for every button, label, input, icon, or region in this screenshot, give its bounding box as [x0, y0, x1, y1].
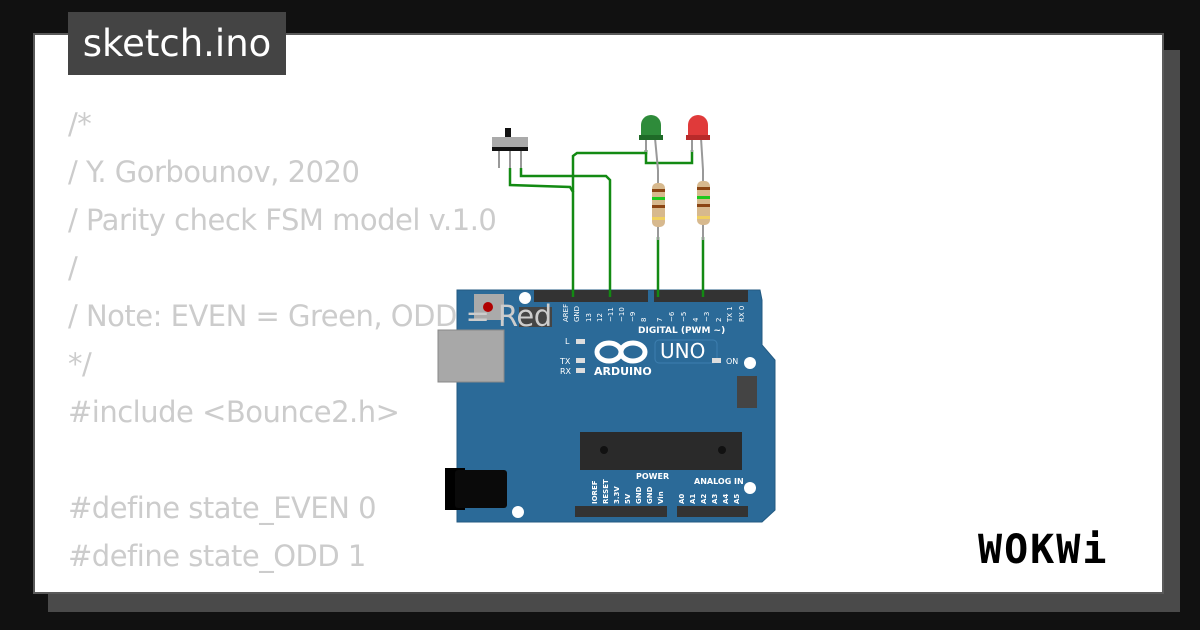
- pin-label: A2: [700, 494, 708, 504]
- code-line: #define state_EVEN 0: [68, 491, 377, 525]
- pin-label: GND: [573, 306, 581, 322]
- pin-label: Vin: [657, 491, 665, 504]
- sketch-title: sketch.ino: [68, 12, 286, 75]
- pin-label: 2: [715, 318, 723, 322]
- digital-label: DIGITAL (PWM ~): [638, 326, 725, 336]
- pin-label: ~11: [607, 307, 615, 322]
- code-line: */: [68, 347, 92, 381]
- led-tx-label: TX: [559, 357, 571, 366]
- code-preview: /* / Y. Gorbounov, 2020 / Parity check FSM…: [68, 100, 552, 580]
- header-digital-low: [654, 290, 748, 302]
- led-on-label: ON: [726, 357, 738, 366]
- pin-label: 7: [656, 318, 664, 322]
- board-brand: ARDUINO: [594, 365, 652, 378]
- pin-label: A1: [689, 494, 697, 504]
- code-line: / Parity check FSM model v.1.0: [68, 203, 497, 237]
- analog-label: ANALOG IN: [694, 477, 744, 486]
- arduino-uno-board: UNO ARDUINO DIGITAL (PWM ~) POWER ANALOG…: [437, 289, 776, 523]
- pin-label: ~6: [668, 311, 676, 322]
- led-red[interactable]: [686, 115, 710, 171]
- resistor-2: [697, 170, 710, 240]
- led-l-label: L: [565, 337, 570, 346]
- header-analog: [677, 506, 748, 517]
- pin-label: A4: [722, 494, 730, 504]
- pin-label: 12: [596, 313, 604, 322]
- pin-label: TX 1: [726, 306, 734, 323]
- resistor-1: [652, 170, 665, 240]
- header-power: [575, 506, 667, 517]
- pin-label: 4: [692, 317, 700, 322]
- power-label: POWER: [636, 472, 669, 481]
- arduino-logo-icon: [594, 340, 648, 364]
- pin-label: ~10: [618, 307, 626, 322]
- led-rx-label: RX: [560, 367, 572, 376]
- code-line: #include <Bounce2.h>: [68, 395, 400, 429]
- pin-label: RX 0: [738, 306, 746, 322]
- code-line: /*: [68, 107, 92, 141]
- wire-switch-gnd: [508, 168, 575, 297]
- board-model: UNO: [660, 339, 705, 363]
- wire-switch-pin11: [519, 168, 612, 297]
- pin-label: IOREF: [591, 480, 599, 504]
- header-digital-high: [534, 290, 648, 302]
- pin-label: A5: [733, 494, 741, 504]
- wire-led-cathodes: [644, 150, 694, 165]
- code-line: [68, 436, 552, 484]
- code-line: / Y. Gorbounov, 2020: [68, 155, 360, 189]
- slide-switch[interactable]: [492, 128, 528, 168]
- pin-label: GND: [635, 486, 643, 504]
- pin-label: A0: [678, 494, 686, 504]
- pin-label: A3: [711, 494, 719, 504]
- pin-label: RESET: [602, 479, 610, 504]
- pin-label: 5V: [624, 493, 632, 504]
- pin-label: ~3: [703, 312, 711, 322]
- code-line: /: [68, 251, 78, 285]
- pin-label: ~5: [680, 312, 688, 322]
- pin-label: AREF: [562, 304, 570, 322]
- pin-label: GND: [646, 486, 654, 504]
- led-green[interactable]: [639, 115, 663, 171]
- pin-label: 3.3V: [613, 486, 621, 504]
- pin-label: 8: [640, 318, 648, 322]
- pin-label: ~9: [629, 312, 637, 322]
- pin-label: 13: [585, 313, 593, 322]
- usb-port: [437, 329, 505, 383]
- wokwi-logo: WOKWi: [978, 527, 1109, 573]
- code-line: / Note: EVEN = Green, ODD = Red: [68, 299, 552, 333]
- code-line: #define state_ODD 1: [68, 539, 366, 573]
